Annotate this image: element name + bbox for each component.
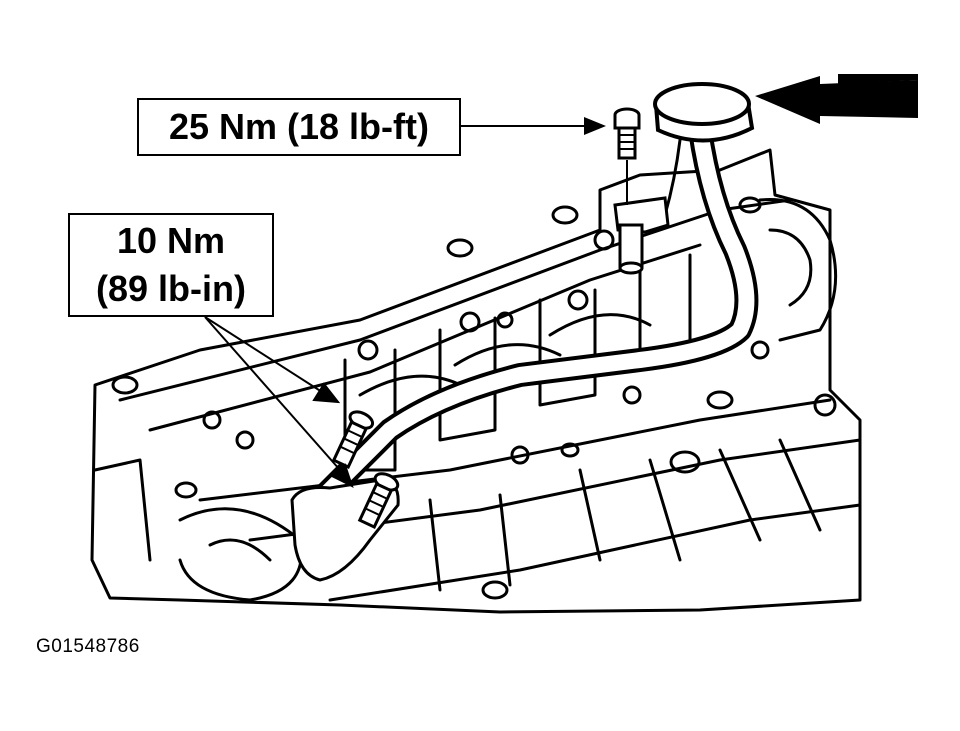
lower-bolts-torque-nm: 10 Nm <box>116 220 226 261</box>
upper-bolt-torque-callout: 25 Nm (18 lb-ft) <box>137 98 461 156</box>
view-arrow <box>755 74 918 124</box>
lower-bolts-torque-callout: 10 Nm (89 lb-in) <box>68 213 274 317</box>
figure-id: G01548786 <box>36 636 140 657</box>
oil-pickup-screen <box>653 82 755 143</box>
lower-bolt-right <box>357 472 400 529</box>
block-outline <box>90 148 862 614</box>
bearing-cap <box>343 348 397 472</box>
tube-bracket <box>613 196 670 275</box>
upper-callout-leader <box>461 117 606 135</box>
upper-rail <box>118 198 792 402</box>
front-cover <box>758 198 838 342</box>
lower-bolts-torque-lbin: (89 lb-in) <box>96 268 246 309</box>
upper-bolt <box>613 107 641 160</box>
lower-bolt-left <box>331 410 375 469</box>
lower-callout-leaders <box>204 316 354 488</box>
oil-pickup-tube <box>308 118 759 512</box>
